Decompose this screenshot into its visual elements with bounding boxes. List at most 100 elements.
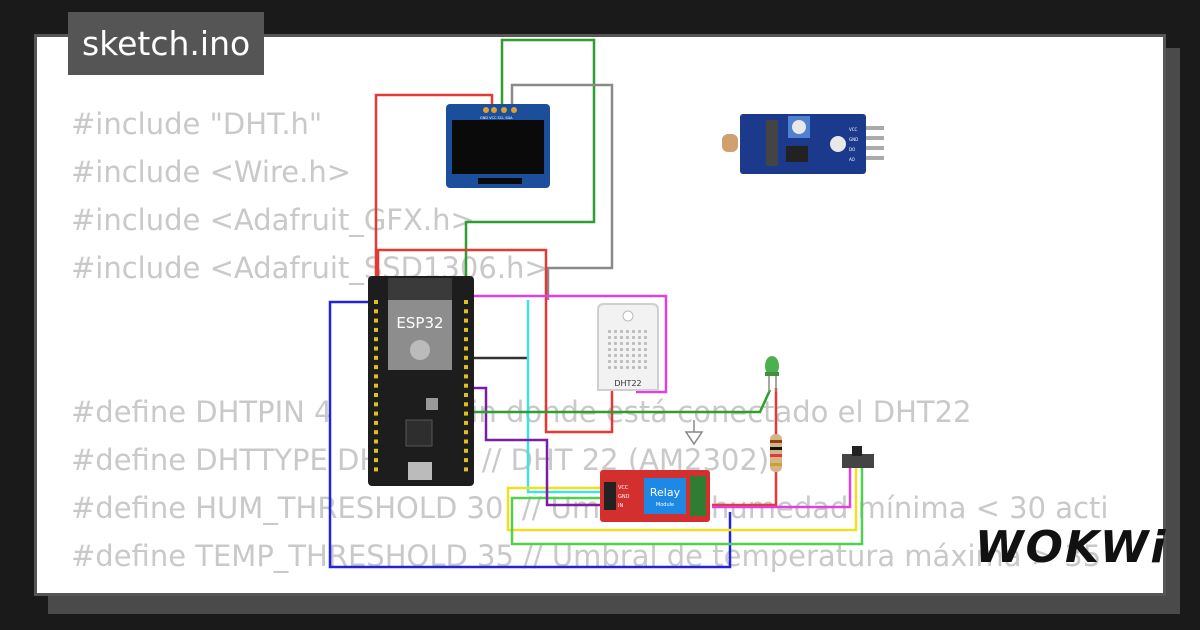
dht22-grille-hole <box>638 354 641 357</box>
dht22-grille-hole <box>632 360 635 363</box>
dht22-grille-hole <box>620 330 623 333</box>
relay-pin-in: IN <box>618 503 623 509</box>
wire-purple[interactable] <box>468 386 604 507</box>
esp32-label: ESP32 <box>396 314 443 332</box>
wire-blue[interactable] <box>328 300 732 569</box>
dht22-grille-hole <box>608 342 611 345</box>
esp32-pin <box>374 430 378 435</box>
esp32-pin <box>374 318 378 323</box>
esp32-pin <box>464 309 468 314</box>
dht22-grille-hole <box>638 336 641 339</box>
esp32-pin <box>374 365 378 370</box>
esp32-pin <box>374 420 378 425</box>
esp32-pin <box>464 327 468 332</box>
esp32-pin <box>464 439 468 444</box>
code-line: #include "DHT.h" <box>71 107 323 141</box>
esp32-board[interactable]: ESP32 <box>368 276 474 486</box>
wire-green-led[interactable] <box>468 389 772 414</box>
dht22-grille-hole <box>620 348 623 351</box>
esp32-pin <box>374 337 378 342</box>
code-background: #include "DHT.h" #include <Wire.h> #incl… <box>71 37 1108 573</box>
ldr-pin-gnd: GND <box>849 137 858 142</box>
esp32-pin <box>464 365 468 370</box>
esp32-pin <box>464 337 468 342</box>
esp32-pins <box>374 300 468 472</box>
dht22-grille-hole <box>632 348 635 351</box>
oled-pin-labels: GND VCC SCL SDA <box>480 116 513 120</box>
dht22-grille-hole <box>608 330 611 333</box>
esp32-pin <box>374 309 378 314</box>
dht22-grille <box>608 330 647 369</box>
slide-switch[interactable] <box>842 446 874 468</box>
wire-cyan[interactable] <box>526 300 604 494</box>
dht22-grille-hole <box>644 336 647 339</box>
wire-green-oled-scl[interactable] <box>464 38 596 300</box>
esp32-pin <box>464 355 468 360</box>
ldr-pin-ao: AO <box>849 157 855 162</box>
dht22-grille-hole <box>608 360 611 363</box>
dht22-grille-hole <box>626 360 629 363</box>
wire-red-res-relay[interactable] <box>712 472 778 507</box>
dht22-grille-hole <box>614 342 617 345</box>
ldr-pin-vcc: VCC <box>849 127 858 132</box>
dht22-grille-hole <box>620 336 623 339</box>
dht22-grille-hole <box>632 354 635 357</box>
relay-label: Relay <box>650 486 681 499</box>
dht22-grille-hole <box>632 366 635 369</box>
dht22-grille-hole <box>614 348 617 351</box>
esp32-pin <box>464 393 468 397</box>
green-led[interactable] <box>765 356 779 392</box>
wire-red-oled-vcc[interactable] <box>374 93 494 300</box>
dht22-grille-hole <box>638 348 641 351</box>
oled-display[interactable]: GND VCC SCL SDA <box>446 104 550 188</box>
esp32-pin <box>374 355 378 360</box>
esp32-pin <box>464 458 468 463</box>
dht22-grille-hole <box>632 330 635 333</box>
dht22-grille-hole <box>614 366 617 369</box>
dht22-grille-hole <box>626 330 629 333</box>
dht22-grille-hole <box>620 354 623 357</box>
esp32-pin <box>374 448 378 453</box>
dht22-grille-hole <box>644 330 647 333</box>
esp32-pin <box>464 411 468 416</box>
dht22-label: DHT22 <box>614 379 641 388</box>
dht22-grille-hole <box>644 360 647 363</box>
relay-pin-vcc: VCC <box>618 485 629 491</box>
wire-yellow[interactable] <box>506 468 858 532</box>
relay-module[interactable]: Relay Module VCC GND IN <box>600 470 710 522</box>
dht22-grille-hole <box>644 348 647 351</box>
esp32-pin <box>464 402 468 407</box>
dht22-grille-hole <box>620 342 623 345</box>
dht22-grille-hole <box>644 366 647 369</box>
esp32-pin <box>374 393 378 397</box>
dht22-sensor[interactable]: DHT22 <box>597 303 659 391</box>
dht22-grille-hole <box>626 366 629 369</box>
ldr-pin-do: DO <box>849 147 855 152</box>
dht22-grille-hole <box>626 348 629 351</box>
wire-red-dht[interactable] <box>376 248 614 434</box>
wire-magenta-relay[interactable] <box>712 468 852 509</box>
esp32-pin <box>464 318 468 323</box>
esp32-pin <box>464 300 468 304</box>
relay-sublabel: Module <box>656 502 674 508</box>
light-sensor-module[interactable]: VCC GND DO AO <box>722 114 884 174</box>
esp32-pin <box>374 402 378 407</box>
wokwi-logo: WOKWi <box>975 522 1168 573</box>
wire-lime[interactable] <box>510 468 864 546</box>
wire-gray-oled-sda[interactable] <box>510 83 614 300</box>
esp32-pin <box>374 300 378 304</box>
esp32-pin <box>374 374 378 379</box>
dht22-grille-hole <box>608 348 611 351</box>
file-tab[interactable]: sketch.ino <box>68 12 265 75</box>
esp32-pin <box>464 383 468 388</box>
dht22-grille-hole <box>638 366 641 369</box>
dht22-grille-hole <box>632 336 635 339</box>
dht22-grille-hole <box>626 354 629 357</box>
esp32-pin <box>374 411 378 416</box>
dht22-grille-hole <box>620 366 623 369</box>
esp32-pin <box>374 327 378 332</box>
esp32-pin <box>374 458 378 463</box>
dht22-grille-hole <box>632 342 635 345</box>
resistor[interactable] <box>770 434 782 472</box>
